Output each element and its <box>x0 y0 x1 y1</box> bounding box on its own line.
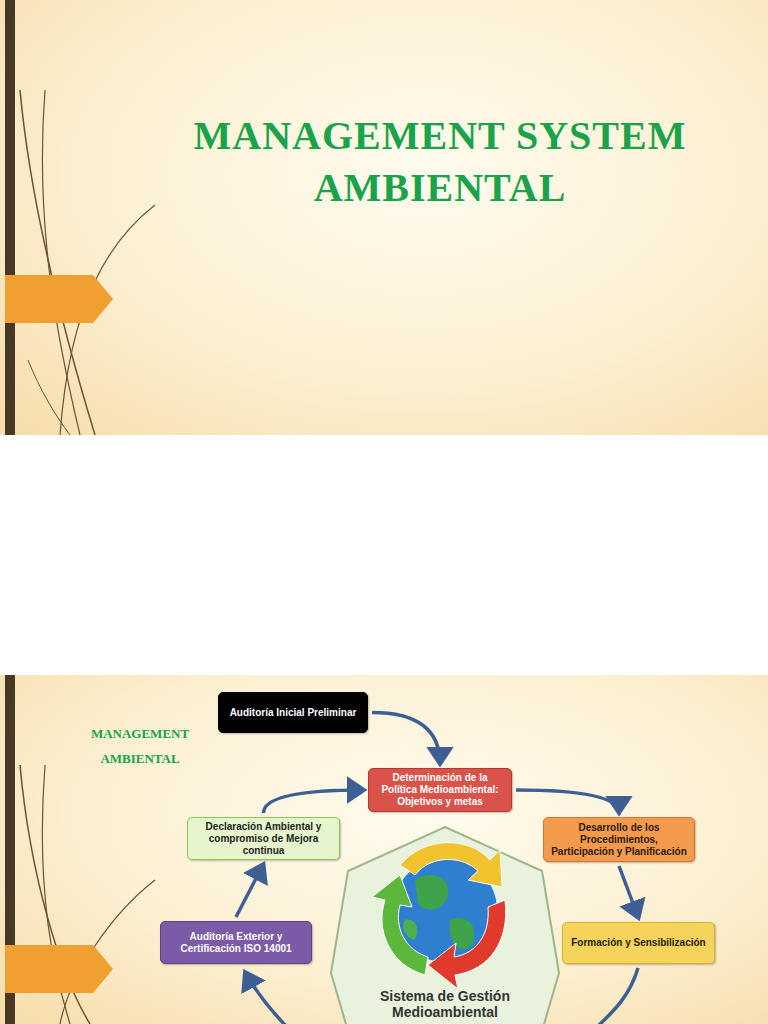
deco-line <box>42 90 80 435</box>
recycle-arrow <box>372 875 428 975</box>
cycle-arrow <box>598 968 638 1024</box>
box-label: Auditoría Inicial Preliminar <box>230 707 357 719</box>
globe-land <box>403 920 417 940</box>
cycle-arrow <box>245 972 290 1024</box>
flow-arrow <box>372 713 440 765</box>
deco-line <box>20 90 95 435</box>
process-box: Determinación de la Política Medioambien… <box>368 768 512 812</box>
slide-title: MANAGEMENT SYSTEM AMBIENTAL <box>170 110 710 214</box>
recycle-arrow <box>400 843 502 887</box>
recycle-globe <box>372 843 506 989</box>
process-box: Formación y Sensibilización <box>562 922 715 964</box>
flow-arrow <box>516 790 619 813</box>
box-label: Formación y Sensibilización <box>571 937 705 949</box>
center-label: Sistema de Gestión Medioambiental <box>370 988 520 1020</box>
flow-arrow <box>619 866 639 918</box>
flow-arrow <box>236 864 264 917</box>
slide-heading: MANAGEMENT AMBIENTAL <box>78 721 202 771</box>
box-label: Auditoría Exterior y Certificación ISO 1… <box>167 931 305 955</box>
side-bar <box>5 0 15 435</box>
slide-background <box>0 0 768 435</box>
slide-decoration <box>0 0 768 435</box>
orange-tab <box>5 945 113 993</box>
recycle-arrow <box>428 900 506 989</box>
box-label: Determinación de la Política Medioambien… <box>375 772 505 808</box>
process-box: Auditoría Inicial Preliminar <box>218 692 368 733</box>
process-box: Desarrollo de los Procedimientos, Partic… <box>543 817 695 862</box>
box-label: Desarrollo de los Procedimientos, Partic… <box>550 822 688 858</box>
heptagon-shape <box>331 827 559 1024</box>
deco-line <box>28 360 70 435</box>
box-label: Declaración Ambiental y compromiso de Me… <box>194 821 333 857</box>
globe-land <box>415 875 448 910</box>
center-heptagon: Sistema de Gestión Medioambiental <box>330 825 560 1024</box>
process-box: Auditoría Exterior y Certificación ISO 1… <box>160 921 312 964</box>
orange-tab <box>5 275 113 323</box>
flow-arrow <box>264 790 365 813</box>
process-box: Declaración Ambiental y compromiso de Me… <box>187 817 340 860</box>
